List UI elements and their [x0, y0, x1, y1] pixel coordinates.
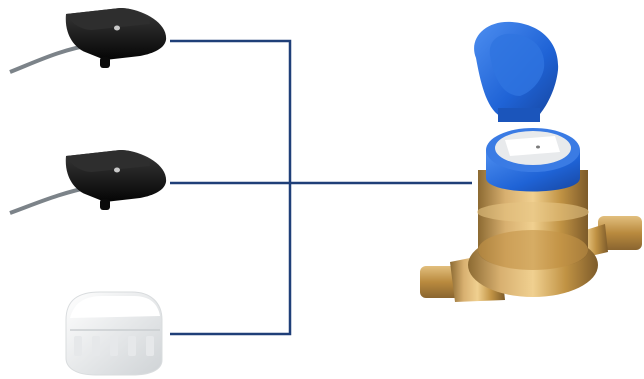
white-radio-module — [66, 292, 162, 375]
black-pulse-reader-module — [10, 8, 166, 72]
black-pulse-reader-module — [10, 150, 166, 213]
water-meter — [420, 22, 642, 302]
